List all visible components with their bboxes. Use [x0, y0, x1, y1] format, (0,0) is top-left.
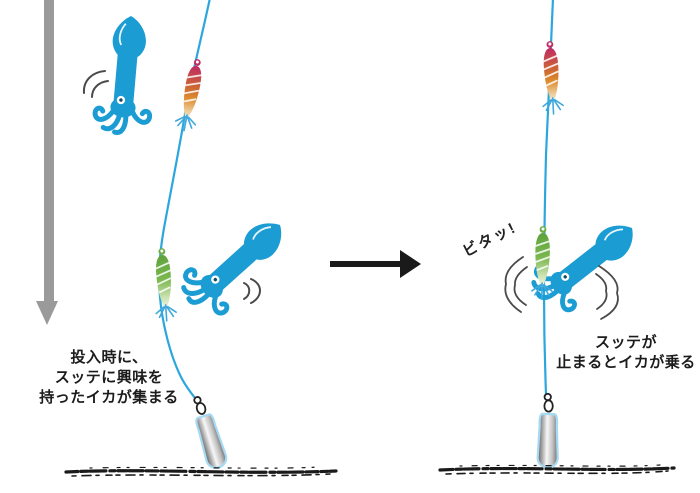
caption-line: 止まるとイカが乗る: [556, 354, 696, 371]
right-step-caption: スッテが 止まるとイカが乗る: [535, 333, 700, 373]
caption-line: 投入時に、: [70, 349, 148, 366]
seabed-right: [438, 464, 676, 475]
seabed-left: [64, 466, 338, 477]
left-step-caption: 投入時に、 スッテに興味を 持ったイカが集まる: [14, 348, 204, 408]
right-arrow-icon: [330, 250, 421, 278]
movement-arcs-left-top-squid: [82, 70, 109, 98]
sutte-lure-red-left: [173, 56, 209, 134]
sfx-bitat-label: ビタッ!: [460, 219, 519, 260]
squid-left-top: [94, 14, 159, 136]
movement-arcs-right-squid: [504, 256, 619, 320]
sutte-lure-green-left: [150, 246, 178, 323]
movement-arcs-left-middle-squid: [243, 278, 261, 304]
caption-line: スッテが: [594, 334, 657, 351]
caption-line: 持ったイカが集まる: [39, 389, 179, 406]
caption-line: スッテに興味を: [54, 369, 164, 386]
sinker-right: [536, 392, 560, 469]
down-arrow-icon: [36, 0, 58, 325]
sutte-lure-red-right: [538, 39, 565, 116]
squid-left-middle: [175, 205, 299, 324]
fishing-line-left: [158, 0, 211, 399]
